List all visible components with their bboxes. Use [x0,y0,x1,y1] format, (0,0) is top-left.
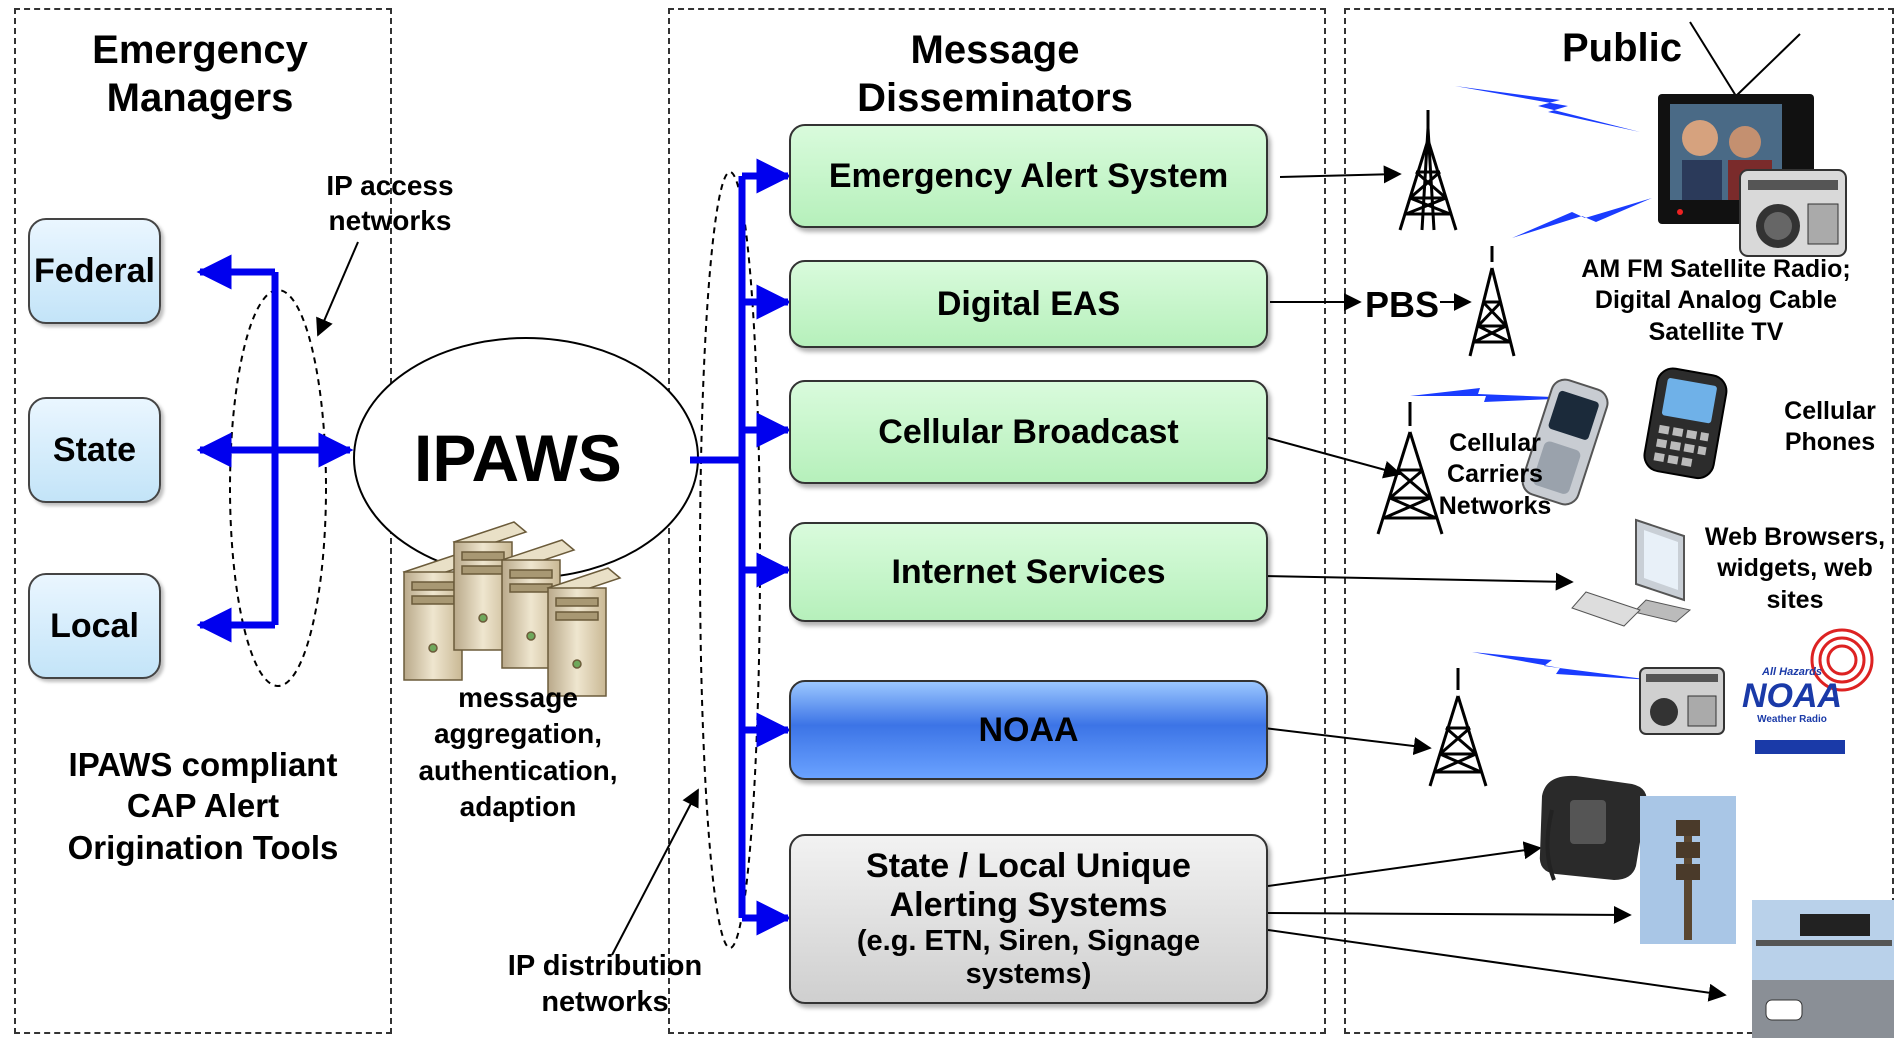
noaa-logo: All Hazards NOAA Weather Radio [1741,666,1843,725]
noaa-box[interactable]: NOAA [789,680,1268,780]
distribution-connectors [690,158,792,936]
ip-distribution-pointer [611,788,699,956]
ip-distribution-network-ellipse [699,171,761,949]
server-icon [402,521,622,697]
flip-phone-icon [1521,378,1609,506]
siren-photo [1640,796,1736,944]
state-local-alerting-box[interactable]: State / Local Unique Alerting Systems (e… [789,834,1268,1004]
public-panel [1344,8,1894,1034]
eas-to-tower-arrow [1279,165,1402,184]
statelocal-to-signage-arrow [1267,929,1727,1002]
ipaws-label: IPAWS [414,421,622,495]
desk-phone-icon [1539,775,1647,881]
broadcast-signals [1410,86,1652,680]
cellular-broadcast-box[interactable]: Cellular Broadcast [789,380,1268,484]
radio-tower-icon [1398,110,1458,231]
public-title: Public [1561,26,1683,70]
ip-access-network-ellipse [229,289,327,687]
pbs-label: PBS [1364,284,1440,325]
ip-access-pointer [316,241,359,337]
smartphone-icon [1643,367,1728,480]
cellular-to-tower-arrow [1267,437,1402,479]
internet-services-box[interactable]: Internet Services [789,522,1268,622]
local-box[interactable]: Local [28,573,161,679]
radio-tv-label: AM FM Satellite Radio;Digital Analog Cab… [1581,255,1851,346]
origin-connectors [196,254,354,643]
computer-icon [1571,518,1692,627]
internet-to-computer-arrow [1263,572,1574,591]
highway-sign-photo [1752,900,1894,1038]
digital-eas-box[interactable]: Digital EAS [789,260,1268,348]
state-box[interactable]: State [28,397,161,503]
federal-box[interactable]: Federal [28,218,161,324]
radio-tower-icon [1428,668,1488,787]
emergency-alert-system-box[interactable]: Emergency Alert System [789,124,1268,228]
radio-icon [1739,169,1847,257]
radio-tower-icon [1376,402,1444,535]
noaa-weather-radio-icon [1639,628,1874,754]
radio-tower-icon [1468,246,1516,357]
statelocal-to-phone-arrow [1267,841,1542,887]
statelocal-to-siren-arrow [1267,905,1632,924]
noaa-to-tower-arrow [1263,727,1432,755]
